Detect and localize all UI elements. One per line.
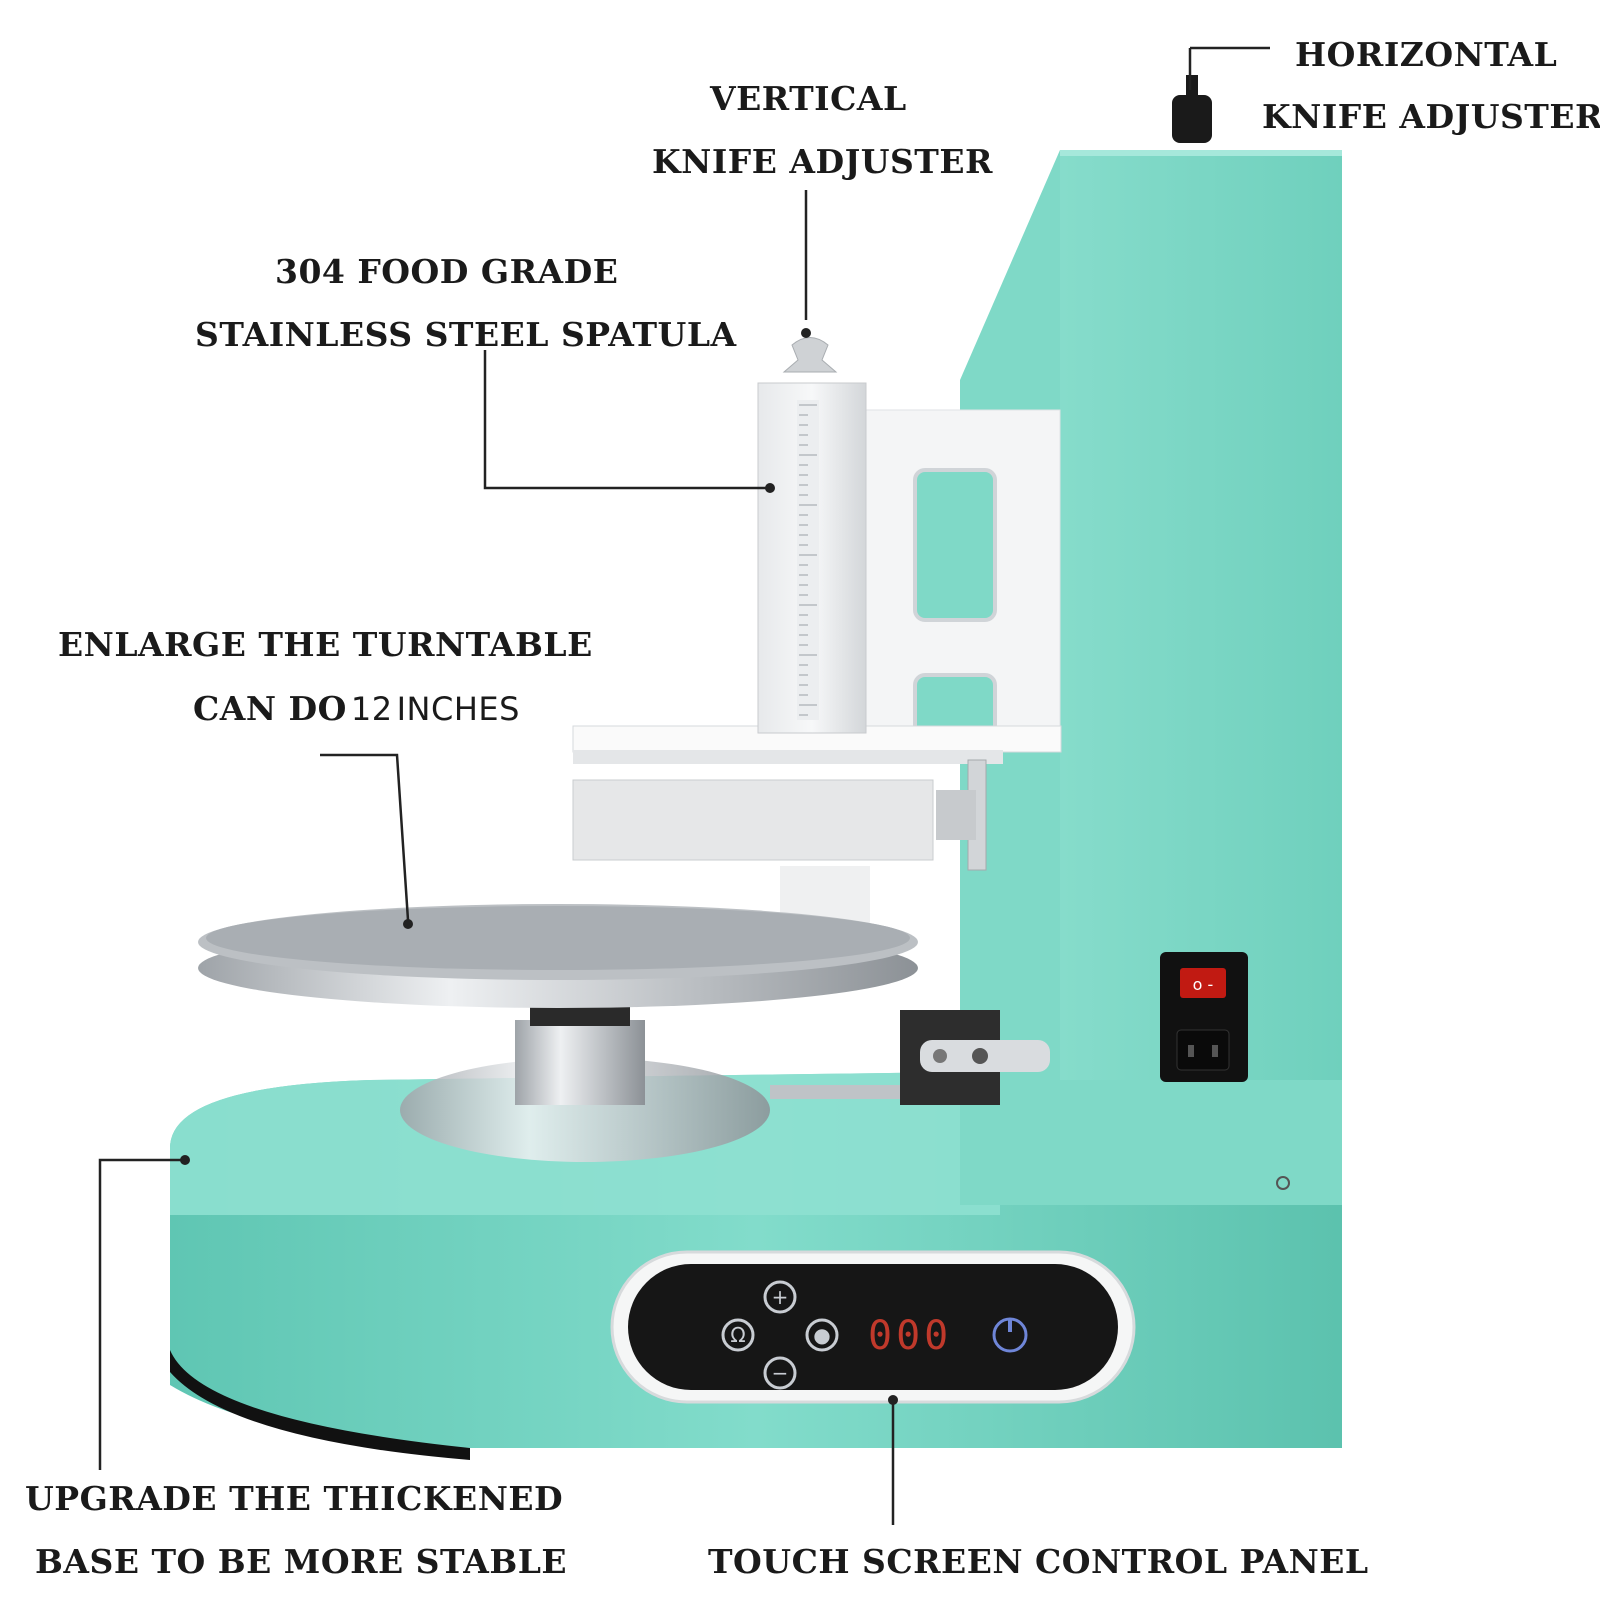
label-spatula-line2: STAINLESS STEEL SPATULA [195,315,737,354]
label-base-line2: BASE TO BE MORE STABLE [35,1542,568,1581]
leader-dots [180,328,898,1405]
svg-text:−: − [772,1361,789,1385]
label-turntable-line2: CAN DO 12 INCHES [193,692,520,725]
touch-screen-control-panel: + − Ω ● [610,1250,1136,1404]
label-vertical-line2: KNIFE ADJUSTER [652,142,993,181]
label-spatula-line1: 304 FOOD GRADE [275,252,619,291]
turntable-spindle [400,998,1050,1162]
horizontal-knife-adjuster-knob [1172,75,1212,143]
label-base-line1: UPGRADE THE THICKENED [25,1479,564,1518]
label-turntable-size: 12 [350,690,393,728]
label-turntable-line1: ENLARGE THE TURNTABLE [58,625,593,664]
label-turntable-unit: INCHES [396,690,520,728]
svg-text:●: ● [813,1323,830,1347]
power-switch-module: o - [1160,952,1290,1190]
spatula-bracket [572,409,1062,861]
vertical-knife-pillar [757,337,870,926]
svg-text:+: + [772,1285,789,1309]
stainless-steel-spatula [936,759,987,871]
panel-display-readout: 000 [868,1313,953,1359]
svg-text:Ω: Ω [730,1323,745,1347]
leader-lines [98,46,1270,1525]
label-horizontal-line1: HORIZONTAL [1295,35,1558,74]
label-control-panel: TOUCH SCREEN CONTROL PANEL [708,1542,1369,1581]
label-horizontal-line2: KNIFE ADJUSTER [1262,97,1600,136]
label-vertical-line1: VERTICAL [710,79,907,118]
svg-text:o -: o - [1193,975,1214,994]
label-turntable-can-do: CAN DO [193,689,347,728]
turntable-12-inch [198,904,918,1008]
